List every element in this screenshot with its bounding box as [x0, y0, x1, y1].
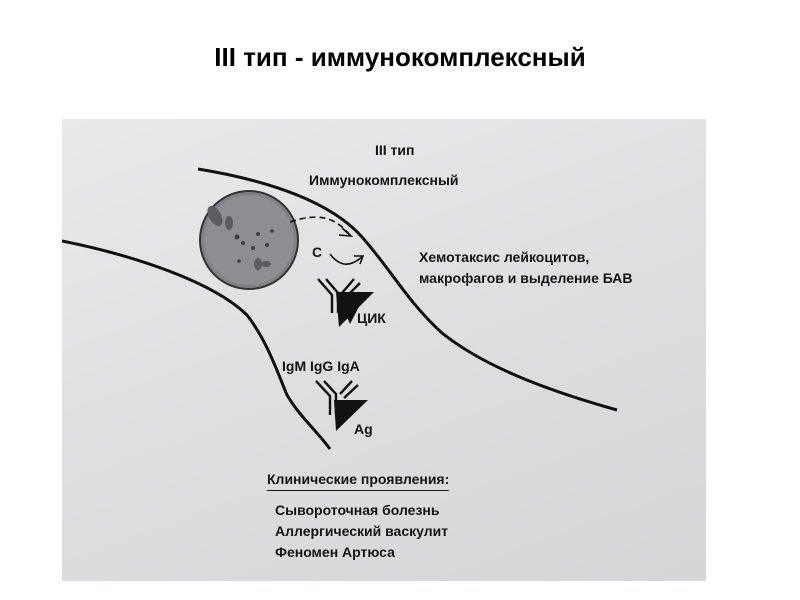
leukocyte-cell [200, 191, 298, 289]
clinical-item: Феномен Артюса [275, 543, 395, 562]
antibodies-label: IgM IgG IgA [282, 357, 360, 376]
clinical-item: Аллергический васкулит [275, 522, 448, 541]
type-label: III тип [375, 141, 414, 160]
slide-title: III тип - иммунокомплексный [0, 42, 800, 73]
chemotaxis-line2: макрофагов и выделение БАВ [419, 269, 633, 288]
vessel-wall-lower [62, 241, 330, 449]
chemotaxis-line1: Хемотаксис лейкоцитов, [419, 248, 589, 267]
complement-arrow [330, 254, 363, 264]
clinical-heading: Клинические проявления: [267, 470, 449, 491]
antigen-label: Ag [354, 420, 373, 439]
cik-label: ЦИК [357, 309, 386, 328]
diagram-photo: III тип Иммунокомплексный C Хемотаксис л… [62, 119, 706, 581]
complement-label: C [312, 243, 322, 262]
type-name-label: Иммунокомплексный [309, 171, 459, 190]
clinical-item: Сывороточная болезнь [275, 501, 439, 520]
